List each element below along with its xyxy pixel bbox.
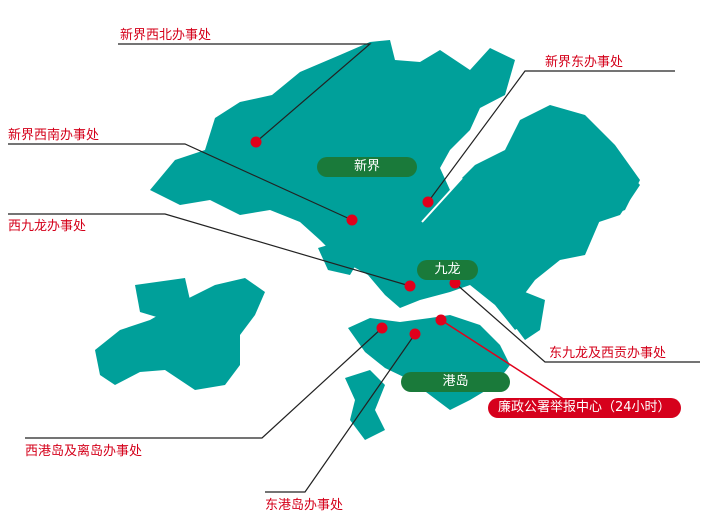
chek-lap-kok xyxy=(135,278,190,318)
office-label-hq-report-centre: 廉政公署举报中心（24小时） xyxy=(488,398,681,418)
leader-lines xyxy=(8,43,700,493)
marker-nt-east xyxy=(422,196,434,208)
marker-west-kowloon xyxy=(404,280,416,292)
land-areas xyxy=(95,40,640,440)
office-label-west-kowloon: 西九龙办事处 xyxy=(8,219,87,234)
office-label-east-kowloon-sai-kung: 东九龙及西贡办事处 xyxy=(549,346,667,361)
marker-east-hk-island xyxy=(409,328,421,340)
tsing-yi xyxy=(318,240,360,275)
office-label-east-hk-island: 东港岛办事处 xyxy=(265,498,344,513)
islands-east xyxy=(510,290,545,340)
sai-kung-land xyxy=(515,120,640,255)
marker-east-kowloon xyxy=(449,277,461,289)
marker-nt-southwest xyxy=(346,214,358,226)
hq-leader-line xyxy=(440,319,566,401)
marker-nt-northwest xyxy=(250,136,262,148)
new-territories-land xyxy=(150,40,640,330)
office-label-nt-northwest: 新界西北办事处 xyxy=(120,28,212,43)
region-new-territories: 新界 xyxy=(317,157,417,177)
office-label-west-hk-island: 西港岛及离岛办事处 xyxy=(25,444,143,459)
office-label-nt-east: 新界东办事处 xyxy=(545,55,624,70)
region-hong-kong-island: 港岛 xyxy=(401,372,510,392)
region-kowloon: 九龙 xyxy=(417,260,478,280)
marker-hq xyxy=(435,314,447,326)
office-label-nt-southwest: 新界西南办事处 xyxy=(8,128,100,143)
marker-west-hk-island xyxy=(376,322,388,334)
shoreline-line xyxy=(421,177,463,223)
lantau-island xyxy=(95,278,265,390)
office-markers xyxy=(250,136,461,340)
